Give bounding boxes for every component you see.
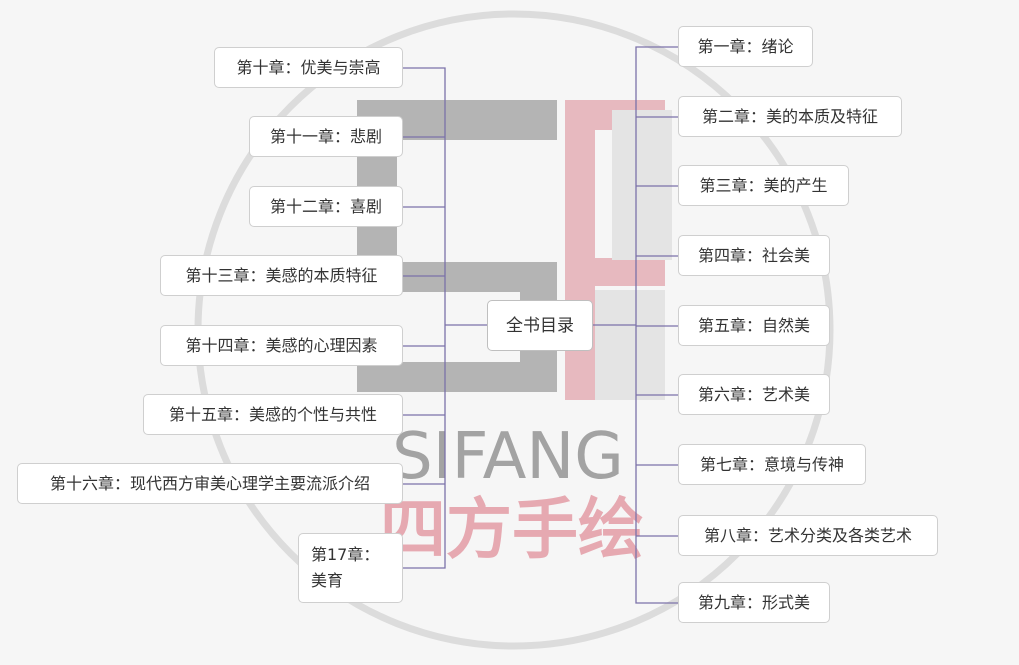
chapter-node-10[interactable]: 第十章：优美与崇高	[214, 47, 403, 88]
watermark-f-logo	[565, 100, 665, 400]
chapter-node-11[interactable]: 第十一章：悲剧	[249, 116, 403, 157]
chapter-node-3[interactable]: 第三章：美的产生	[678, 165, 849, 206]
chapter-node-9[interactable]: 第九章：形式美	[678, 582, 830, 623]
connector-left-trunk	[403, 67, 446, 569]
chapter-node-2[interactable]: 第二章：美的本质及特征	[678, 96, 902, 137]
chapter-node-8[interactable]: 第八章：艺术分类及各类艺术	[678, 515, 938, 556]
chapter-node-7[interactable]: 第七章：意境与传神	[678, 444, 866, 485]
chapter-node-17[interactable]: 第17章： 美育	[298, 533, 403, 603]
chapter-node-16[interactable]: 第十六章：现代西方审美心理学主要流派介绍	[17, 463, 403, 504]
chapter-node-15[interactable]: 第十五章：美感的个性与共性	[143, 394, 403, 435]
chapter-node-13[interactable]: 第十三章：美感的本质特征	[160, 255, 403, 296]
chapter-node-5[interactable]: 第五章：自然美	[678, 305, 830, 346]
chapter-17-title: 第17章：	[311, 545, 380, 564]
chapter-node-6[interactable]: 第六章：艺术美	[678, 374, 830, 415]
chapter-node-1[interactable]: 第一章：绪论	[678, 26, 813, 67]
chapter-node-4[interactable]: 第四章：社会美	[678, 235, 830, 276]
chapter-17-subtitle: 美育	[311, 571, 344, 590]
watermark-light-shapes	[595, 110, 672, 400]
connector-right-trunk	[635, 46, 646, 604]
root-node[interactable]: 全书目录	[487, 300, 593, 351]
watermark-latin: SIFANG	[392, 420, 624, 494]
chapter-node-12[interactable]: 第十二章：喜剧	[249, 186, 403, 227]
chapter-node-14[interactable]: 第十四章：美感的心理因素	[160, 325, 403, 366]
watermark-chinese: 四方手绘	[380, 491, 644, 568]
